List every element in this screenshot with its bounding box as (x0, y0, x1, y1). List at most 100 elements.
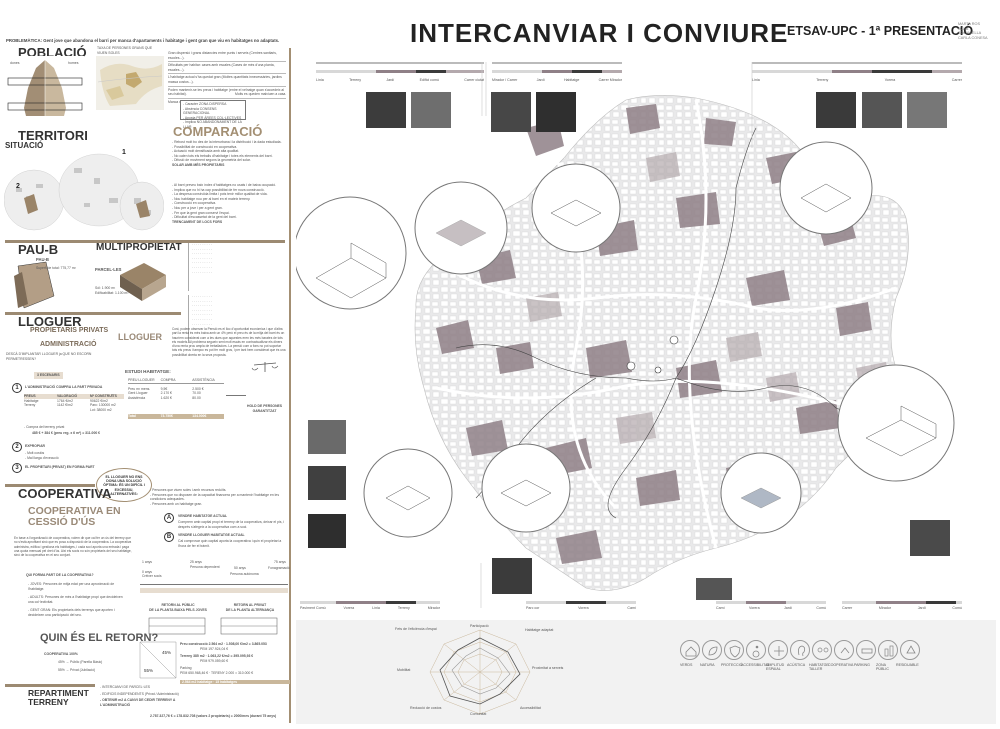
study-tabs-bottom-2: Parc cor Vorera Camí (526, 606, 636, 610)
retorn-block-line: DE LA PLANTA ALTERNANÇA (225, 607, 275, 612)
coop-icon (834, 640, 854, 660)
location-map (96, 56, 164, 110)
comparacio-line: - Rebost molt bo des de la interurbana i… (172, 140, 282, 144)
calc-line: Parking (180, 666, 192, 671)
comparacio-conclusion: TRENCAMENT DE LOCS FORS (172, 219, 223, 224)
legend-label: PARKING (854, 663, 870, 667)
parcel-label: PARCEL·LES (95, 267, 122, 272)
timeline-year: 75 anys (274, 560, 286, 564)
option-letter: B (164, 532, 174, 542)
authors: MARTA ROS JÚLIA SOLANIELLA CARLA CONESA (958, 22, 990, 40)
strip-label: Camí (716, 606, 725, 610)
section-title-repartiment: REPARTIMENT TERRENY (28, 688, 89, 707)
option-a-title: VENDRE HABITATGE ACTUAL (178, 514, 228, 518)
comparacio-line: - Construcció en cooperativa. (172, 201, 217, 206)
author-name: CARLA CONESA (958, 35, 988, 40)
option-a-text: Comprem amb capital propi el terreny de … (178, 520, 285, 529)
strip-label: Carrer (842, 606, 853, 610)
comparacio-line: - La despesa construïda limita i pots te… (172, 192, 268, 197)
strip-label: Comú (816, 606, 826, 610)
escenari-number: 3 (12, 463, 22, 473)
comparacio-line: - Dificultat d'escassetat de la gent del… (172, 215, 237, 220)
legend-labels: VERDS NATURA PROTECCIÓ ACCESSIBILITAT AM… (676, 663, 936, 675)
radar-chart (429, 629, 531, 715)
escenari-2-title: EXPROPIAR (25, 444, 45, 448)
section-title-cooperativa: COOPERATIVA (18, 486, 112, 501)
solutions-box: - Caracter ZONA DISPERSA - Absència CONS… (180, 100, 246, 129)
study-tabs-bottom-1: Paviment Comú Vorera Línia Terreny Mirad… (300, 606, 440, 610)
recycle-icon (900, 640, 920, 660)
solution-line: - Absència CONSENS GENERACIONAL (183, 106, 217, 116)
divider (5, 484, 95, 487)
repartiment-line: - OBTENIR m2 A CANVI DE CEDIR TERRENY A … (100, 698, 176, 707)
strip-label: Terreny (397, 606, 410, 610)
balance-icon (251, 362, 279, 372)
conclusio-text: EL LLOGUER NO ENS DONA UNA SOLUCIÓ ÒPTIM… (103, 475, 145, 496)
escenari-3-title: EL PROPIETARI (PRIVAT) EN FORMA PART (25, 465, 95, 469)
solution-line: - Aposta PER ÀREES COL·LECTIVES (183, 115, 242, 120)
strip-label: Línia (752, 78, 760, 82)
pau-desc: Superfície total: 775,77 m² (36, 266, 76, 270)
timeline-stage: Persona autònoma (230, 572, 259, 576)
repartiment-list: - INTERCANVI DE PARCEL·LES - EDIFICIS IN… (100, 685, 180, 707)
lloguer-text: Cost, podem observar la Pensió es el llo… (172, 327, 286, 357)
coop-label: COOPERATIVA 100% (44, 652, 78, 656)
radar-label: Participació (470, 624, 489, 628)
section-title-lloguer: LLOGUER (18, 314, 82, 329)
compra-label: - Compra del terreny privat (24, 425, 65, 429)
shield-icon (724, 640, 744, 660)
option-letter: A (164, 513, 174, 523)
strip-label: Carrer ciutat (464, 78, 484, 82)
strip-label: Jardí (536, 78, 545, 82)
strip-label: Línia (316, 78, 324, 82)
radar-label: Proximitat a serveis (532, 666, 564, 670)
retorn-block-line: RETORN AL PÚBLIC (161, 603, 195, 607)
lloguer-option-admin: ADMINISTRACIÓ (40, 341, 97, 348)
city-icon (878, 640, 898, 660)
calc-line: PEM 650.968,46 € · TERENY 2.000 = 310.00… (180, 670, 254, 675)
parcel-desc: Sòl: 1.900 m² Edificabilitat: 1.100 m² (95, 286, 140, 295)
strip-label: Edifici comú (419, 78, 439, 82)
estudi-title: ESTUDI HABITATGE: (125, 369, 171, 374)
legend-label: PROTECCIÓ (721, 663, 743, 667)
timeline-stage: Fonagramació (268, 566, 290, 570)
radar-label: Reducció de costos (410, 706, 442, 710)
divider (5, 684, 95, 687)
comparacio-line: - Al barri preveu baix índex d'habitatge… (172, 183, 277, 187)
study-tabs-bottom-4: Carrer Mirador Jardí Comú (842, 606, 962, 610)
conclusio-bubble: EL LLOGUER NO ENS DONA UNA SOLUCIÓ ÒPTIM… (96, 468, 152, 502)
issues-list: Gran dispersió i grans distancies entre … (168, 50, 286, 105)
lloguer-note: DESCÀ D'IMPLANTAR LLOGUER ja QUE NO ESCO… (6, 352, 92, 361)
escenaris-label: 3 ESCENARIS (34, 372, 63, 379)
study-tabs-top-2: Mirador / Carrer Jardí Habitatge Carrer … (492, 78, 622, 82)
option-b-text: Cal comprovar quin capital aporta la coo… (178, 539, 282, 548)
exprop-lines: - Molt costós - Mal llarga d'execució (25, 451, 59, 460)
percent-label: 55% (144, 668, 153, 673)
wheelchair-icon (746, 640, 766, 660)
map-panel: Línia Terreny Jardí Edifici comú Carrer … (293, 48, 996, 616)
table-header: COMPRA (160, 378, 176, 382)
map-number: 2 (16, 183, 20, 190)
ear-icon (790, 640, 810, 660)
bottom-panel (296, 620, 996, 724)
calc-line: PEM 197.924,04 € (200, 646, 229, 651)
comparacio-line: - Nou per a jove i per a gent gran. (172, 205, 223, 210)
timeline: 1 anys 25 anys 50 anys 75 anys 0 anys Cr… (140, 560, 290, 598)
divider (5, 240, 285, 243)
persones-list: - Persones que viuen soles i amb recurso… (150, 488, 285, 506)
percent-label: 45% (162, 650, 171, 655)
section-title-comparacio: COMPARACIÓ (173, 124, 263, 139)
calc-box: Preu construcció 2.564 m2 · 1.508,00 €/m… (180, 642, 290, 685)
table-header: ASSISTÈNCIA (192, 378, 215, 382)
persones-line: - Persones que no disposen de la capacit… (150, 492, 280, 502)
section-title-territori: TERRITORI (18, 128, 88, 143)
solution-line: - Implica NO ABANDONAMENT DE LA LLAR (183, 120, 242, 129)
strip-label: Jardí (784, 606, 792, 610)
timeline-year: 25 anys (190, 560, 202, 564)
comparacio-list-2: - Al barri preveu baix índex d'habitatge… (172, 183, 284, 224)
timeline-year: 1 anys (142, 560, 152, 564)
column-divider (289, 48, 291, 723)
strip-label: Jardí (917, 606, 926, 610)
